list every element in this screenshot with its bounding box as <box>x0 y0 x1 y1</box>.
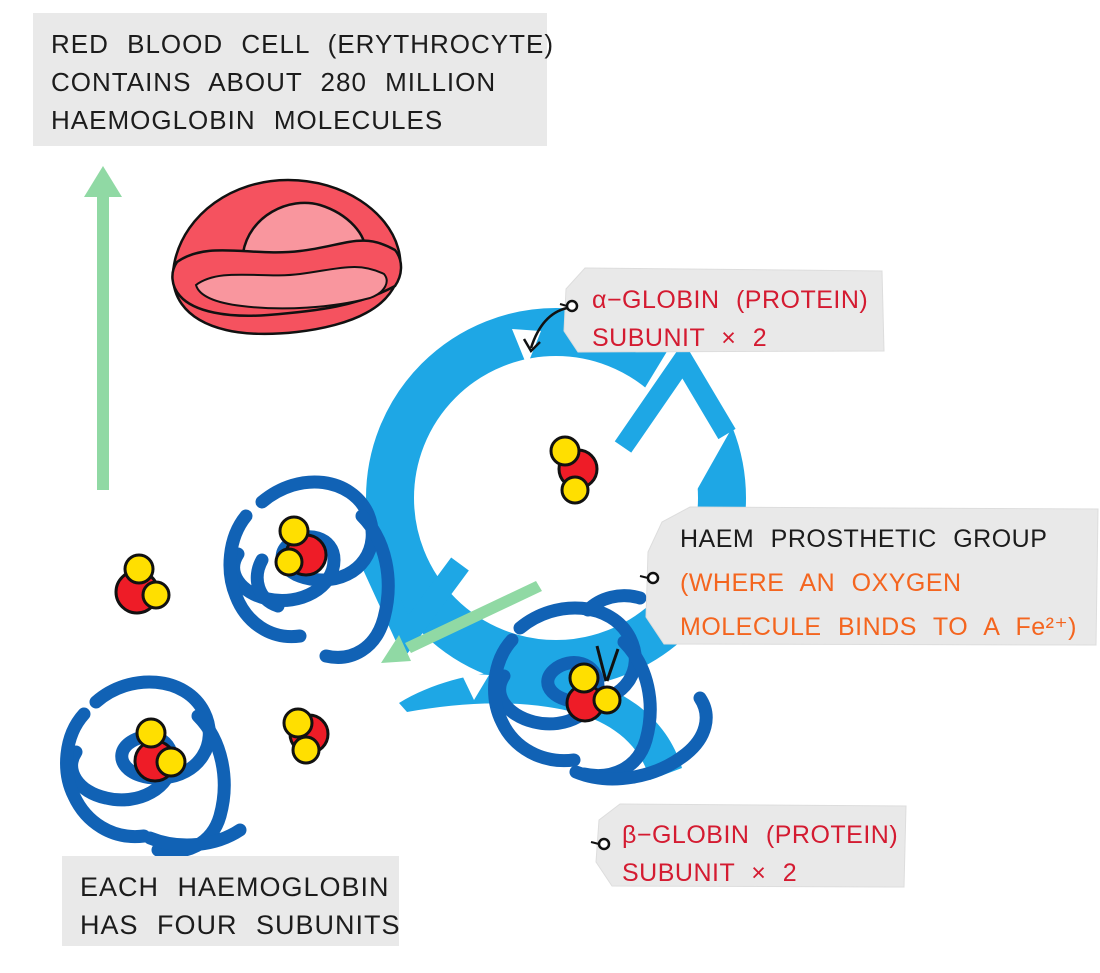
globin-subunit-squiggle <box>60 675 247 858</box>
beta-globin-tag-label: β−GLOBIN (PROTEIN) SUBUNIT × 2 <box>622 816 898 892</box>
haem-pointer-line <box>605 648 620 682</box>
ring-chevron-arrowhead <box>614 341 736 453</box>
tag-line: MOLECULE BINDS TO A Fe²⁺) <box>680 613 1077 641</box>
ring-inner-arrowhead <box>357 549 469 659</box>
oxygen-atom-dot <box>274 547 304 577</box>
haem-tag-shape <box>645 506 1099 646</box>
subunits-caption-box: EACH HAEMOGLOBIN HAS FOUR SUBUNITS <box>62 856 401 946</box>
rbc-fold-inner <box>194 265 388 310</box>
tag-line: α−GLOBIN (PROTEIN) <box>592 286 869 314</box>
caption-line: HAS FOUR SUBUNITS <box>80 910 401 940</box>
caption-line: CONTAINS ABOUT 280 MILLION <box>51 67 497 97</box>
oxygen-atom-dot <box>282 707 314 739</box>
oxygen-haem-molecule <box>133 717 187 783</box>
oxygen-atom-dot <box>549 435 581 467</box>
haem-tag-label: HAEM PROSTHETIC GROUP (WHERE AN OXYGEN M… <box>680 517 1077 649</box>
haem-pointer-line <box>595 645 608 682</box>
alpha-globin-tag <box>559 267 885 353</box>
up-arrow-shaft <box>97 192 109 490</box>
up-arrow-head <box>84 166 122 197</box>
beta-tag-shape <box>595 803 907 888</box>
alpha-tag-shape <box>563 267 885 353</box>
oxygen-atom-dot <box>291 735 321 765</box>
alpha-connector-tick <box>522 338 541 354</box>
oxygen-atom-dot <box>123 553 155 585</box>
oxygen-atom-dot <box>141 580 171 610</box>
oxygen-haem-molecule <box>274 515 328 577</box>
red-blood-cell-illustration <box>171 178 403 336</box>
oxygen-atom-dot <box>568 662 600 694</box>
rbc-caption-box: RED BLOOD CELL (ERYTHROCYTE) CONTAINS AB… <box>33 13 554 146</box>
tag-line: HAEM PROSTHETIC GROUP <box>680 525 1048 553</box>
oxygen-haem-molecule <box>114 553 171 615</box>
tag-hole-icon <box>597 837 611 851</box>
label-connectors <box>522 306 620 682</box>
ring-tail-notch <box>461 673 489 700</box>
oxygen-atom-dot <box>278 515 310 547</box>
globin-subunit-squiggle <box>488 589 713 786</box>
tag-line: SUBUNIT × 2 <box>622 859 798 887</box>
oxygen-atom-dot <box>560 475 590 505</box>
tag-line: β−GLOBIN (PROTEIN) <box>622 821 899 849</box>
caption-line: RED BLOOD CELL (ERYTHROCYTE) <box>51 29 554 59</box>
tag-line: (WHERE AN OXYGEN <box>680 569 962 597</box>
oxygen-atom-dot <box>155 746 187 778</box>
oxygen-haem-molecule <box>282 707 330 765</box>
diagonal-arrow-head <box>381 635 411 663</box>
tag-hole-icon <box>565 299 579 313</box>
beta-globin-tag <box>590 803 907 888</box>
up-arrow-icon <box>84 166 122 490</box>
oxygen-atom-dot <box>135 717 167 749</box>
alpha-globin-tag-label: α−GLOBIN (PROTEIN) SUBUNIT × 2 <box>592 281 868 357</box>
tag-string-icon <box>639 575 649 579</box>
tag-line: SUBUNIT × 2 <box>592 324 768 352</box>
oxygen-haem-molecule <box>565 662 622 723</box>
haem-tag <box>639 506 1099 646</box>
diagonal-arrow-icon <box>381 581 542 663</box>
oxygen-atom-dot <box>592 685 622 715</box>
ring-gap-cut <box>606 330 760 520</box>
alpha-tag-connector <box>529 306 568 349</box>
tag-hole-icon <box>646 571 660 585</box>
caption-line: EACH HAEMOGLOBIN <box>80 872 390 902</box>
tag-string-icon <box>590 841 600 845</box>
oxygen-haem-molecule <box>549 435 599 505</box>
diagonal-arrow-shaft <box>405 581 542 653</box>
caption-line: HAEMOGLOBIN MOLECULES <box>51 105 444 135</box>
